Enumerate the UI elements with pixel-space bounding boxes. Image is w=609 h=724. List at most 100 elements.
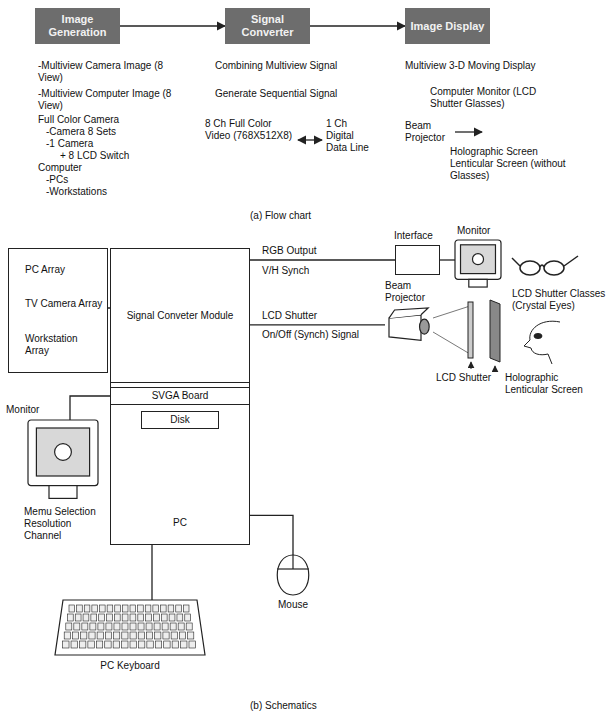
projection-arrow xyxy=(455,131,482,132)
label-slot: Combining Multiview Signal xyxy=(215,60,365,72)
annotation: V/H Synch xyxy=(262,265,309,277)
node-heading: Monitor xyxy=(457,225,517,237)
node-label: TV Camera Array xyxy=(25,298,102,310)
annotation: 1 Ch Digital Data Line xyxy=(326,118,376,154)
annotation: Holographic Lenticular Screen xyxy=(505,372,590,396)
node-label: SVGA Board xyxy=(152,390,209,402)
connector xyxy=(120,25,225,26)
source-array-box: PC Array TV Camera ArrayWorkstation Array xyxy=(8,248,108,373)
annotation: Combining Multiview Signal xyxy=(215,60,337,72)
connector xyxy=(250,515,293,555)
node-label: Image Generation xyxy=(38,13,117,39)
module-box: Signal Conveter Module xyxy=(110,248,250,383)
text-slot: Interface xyxy=(394,230,454,242)
node-heading: Mouse xyxy=(260,599,326,611)
node-label: Image Display xyxy=(411,20,485,33)
label-slot: -Multiview Camera Image (8 View) xyxy=(38,60,178,84)
node-label: Disk xyxy=(170,414,189,426)
signal-label: RGB Output xyxy=(262,245,316,257)
text-slot: PC xyxy=(111,517,249,529)
mouse-icon: Mouse xyxy=(272,555,314,595)
keyboard-drawing xyxy=(55,600,205,655)
text-slot: Beam Projector xyxy=(385,280,443,304)
label-slot: V/H Synch xyxy=(262,265,382,277)
connector xyxy=(250,259,395,260)
node-label: PC Array xyxy=(25,264,65,276)
connector xyxy=(70,396,110,420)
label-slot: + 8 LCD Switch xyxy=(60,150,180,162)
text-holder: PC Array xyxy=(25,264,65,276)
interface-box: Interface xyxy=(395,245,440,275)
node-label: Signal Converter xyxy=(228,13,307,39)
node-label: Workstation Array xyxy=(25,333,103,357)
viewer-symbol xyxy=(524,321,560,364)
edge-label-slot: RGB Output xyxy=(262,245,382,257)
annotation: -Workstations xyxy=(46,186,107,198)
label-slot: Generate Sequential Signal xyxy=(215,88,365,100)
keyboard-icon: PC Keyboard xyxy=(55,600,205,655)
text-holder: Image Display xyxy=(411,20,485,33)
text-holder: Disk xyxy=(170,414,189,426)
text-holder: TV Camera Array xyxy=(25,298,102,310)
projection-beam xyxy=(433,306,470,354)
monitor-icon: MonitorMemu Selection Resolution Channel xyxy=(28,420,98,500)
connector xyxy=(310,25,405,26)
text-holder: Signal Conveter Module xyxy=(127,310,234,322)
annotation: Beam Projector xyxy=(405,120,455,144)
projector-icon: Beam Projector xyxy=(385,308,433,342)
annotation: Computer Monitor (LCD Shutter Glasses) xyxy=(430,86,560,110)
annotation: -Multiview Camera Image (8 View) xyxy=(38,60,178,84)
node-heading: Beam Projector xyxy=(385,280,443,304)
leader-lines xyxy=(471,362,495,369)
connector xyxy=(440,259,455,260)
label-slot: Full Color Camera xyxy=(38,114,178,126)
pc-box: PC Signal Conveter ModuleSVGA BoardDisk xyxy=(110,248,250,545)
mouse-drawing xyxy=(272,555,314,595)
monitor-drawing xyxy=(455,240,501,288)
disk-box: Disk xyxy=(141,411,219,429)
annotation: 8 Ch Full Color Video (768X512X8) xyxy=(205,118,295,142)
label-slot: -Multiview Computer Image (8 View) xyxy=(38,88,178,112)
double-arrow xyxy=(298,139,322,140)
edge-label-slot: LCD Shutter xyxy=(262,310,382,322)
board-box: SVGA Board xyxy=(110,387,250,405)
annotation: -1 Camera xyxy=(46,138,93,150)
annotation: Holographic Screen Lenticular Screen (wi… xyxy=(450,146,580,182)
caption: (b) Schematics xyxy=(250,700,317,712)
caption: (a) Flow chart xyxy=(250,210,311,222)
monitor-icon: Monitor xyxy=(455,240,501,288)
annotation: Generate Sequential Signal xyxy=(215,88,337,100)
label-slot: -Workstations xyxy=(46,186,166,198)
text-slot: Memu Selection Resolution Channel xyxy=(24,506,110,542)
shutter-glasses-symbol xyxy=(512,256,578,275)
connector xyxy=(151,545,152,600)
label-slot: 1 Ch Digital Data Line xyxy=(326,118,376,154)
label-slot: -1 Camera xyxy=(46,138,176,150)
text-holder: Workstation Array xyxy=(25,333,103,357)
annotation: -Camera 8 Sets xyxy=(46,126,116,138)
annotation: + 8 LCD Switch xyxy=(60,150,129,162)
annotation: -Multiview Computer Image (8 View) xyxy=(38,88,178,112)
label-slot: 8 Ch Full Color Video (768X512X8) xyxy=(205,118,295,142)
lenticular-screen-symbol xyxy=(490,300,500,362)
annotation: LCD Shutter Classes (Crystal Eyes) xyxy=(512,288,607,312)
label-slot: (a) Flow chart xyxy=(250,210,370,222)
connector xyxy=(250,324,385,325)
text-slot: PC Keyboard xyxy=(55,660,205,672)
monitor-drawing xyxy=(28,420,98,500)
label-slot: LCD Shutter xyxy=(436,372,506,384)
text-holder: Image Generation xyxy=(38,13,117,39)
text-holder: SVGA Board xyxy=(152,390,209,402)
stage-box: Image Display xyxy=(405,8,490,44)
label-slot: On/Off (Synch) Signal xyxy=(262,329,382,341)
label-slot: Computer xyxy=(38,162,168,174)
label-slot: LCD Shutter Classes (Crystal Eyes) xyxy=(512,288,607,312)
node-heading: Interface xyxy=(394,230,454,242)
node-heading: PC Keyboard xyxy=(55,660,205,672)
label-slot: (b) Schematics xyxy=(250,700,370,712)
annotation: Multiview 3-D Moving Display xyxy=(405,60,536,72)
lcd-shutter-symbol xyxy=(468,302,473,358)
node-heading: Memu Selection Resolution Channel xyxy=(24,506,110,542)
node-heading: Monitor xyxy=(6,404,66,416)
